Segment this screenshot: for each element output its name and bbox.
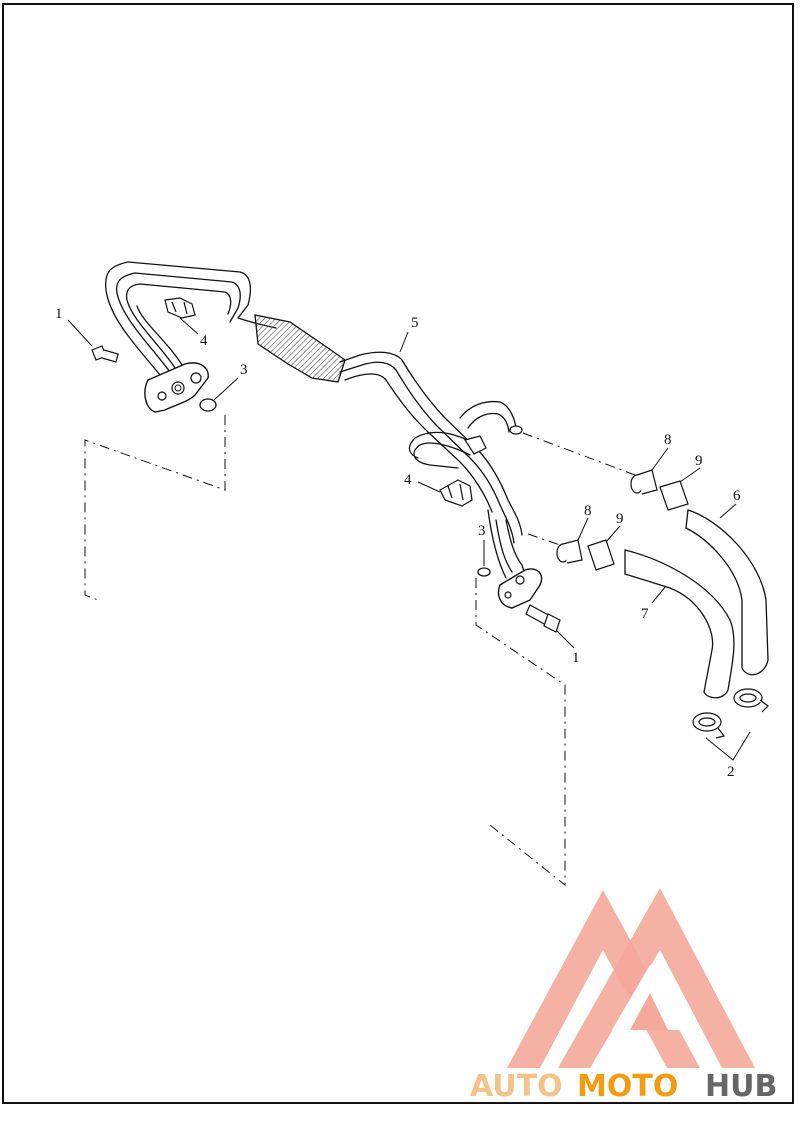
callout-5: 5 [411,315,419,331]
left-flange-block [144,362,209,413]
sleeve-upper [659,480,689,511]
callout-1-upper: 1 [55,306,63,322]
o-ring-lower [477,567,491,577]
diagram-frame [2,3,794,1104]
callout-6: 6 [733,488,741,504]
o-ring-upper [199,398,217,412]
callout-7: 7 [641,606,649,622]
callout-8-lower: 8 [584,503,592,519]
callout-4-lower: 4 [404,472,412,488]
tube-end-cap [509,425,523,435]
watermark-word-moto: MOTO [577,1069,678,1104]
sleeve-lower [587,539,615,571]
callout-1-lower: 1 [572,650,580,666]
callout-3-lower: 3 [478,523,486,539]
callout-8-upper: 8 [664,432,672,448]
bolt-lower [525,604,561,633]
hose-clamp-left [692,712,726,739]
bolt-left [91,345,119,363]
leader-lines [67,317,751,761]
reference-boundary-lines [84,415,636,887]
tube-clip-upper [164,297,196,319]
callout-9-lower: 9 [616,511,624,527]
callout-4-upper: 4 [200,333,208,349]
tube-assembly [104,261,527,579]
tube-sleeve [254,314,346,383]
tube-clip-lower [439,479,473,507]
watermark-word-hub: HUB [705,1069,777,1104]
callout-9-upper: 9 [695,453,703,469]
tube-clip-mid [464,435,487,455]
watermark-word-auto: AUTO [470,1069,563,1104]
callout-3-upper: 3 [240,362,248,378]
lower-flange-block [497,568,543,609]
fitting-ring-lower [556,539,583,564]
fitting-ring-upper [630,469,658,495]
watermark-wordmark: AUTO MOTO HUB [470,1069,777,1104]
hose-lower [624,549,735,699]
callout-2: 2 [727,764,735,780]
hose-upper [685,509,769,676]
callouts: 1 4 3 5 8 9 6 4 8 9 3 7 1 2 [55,306,741,780]
hose-clamp-right [733,688,769,713]
watermark-logo-icon [507,888,755,1068]
